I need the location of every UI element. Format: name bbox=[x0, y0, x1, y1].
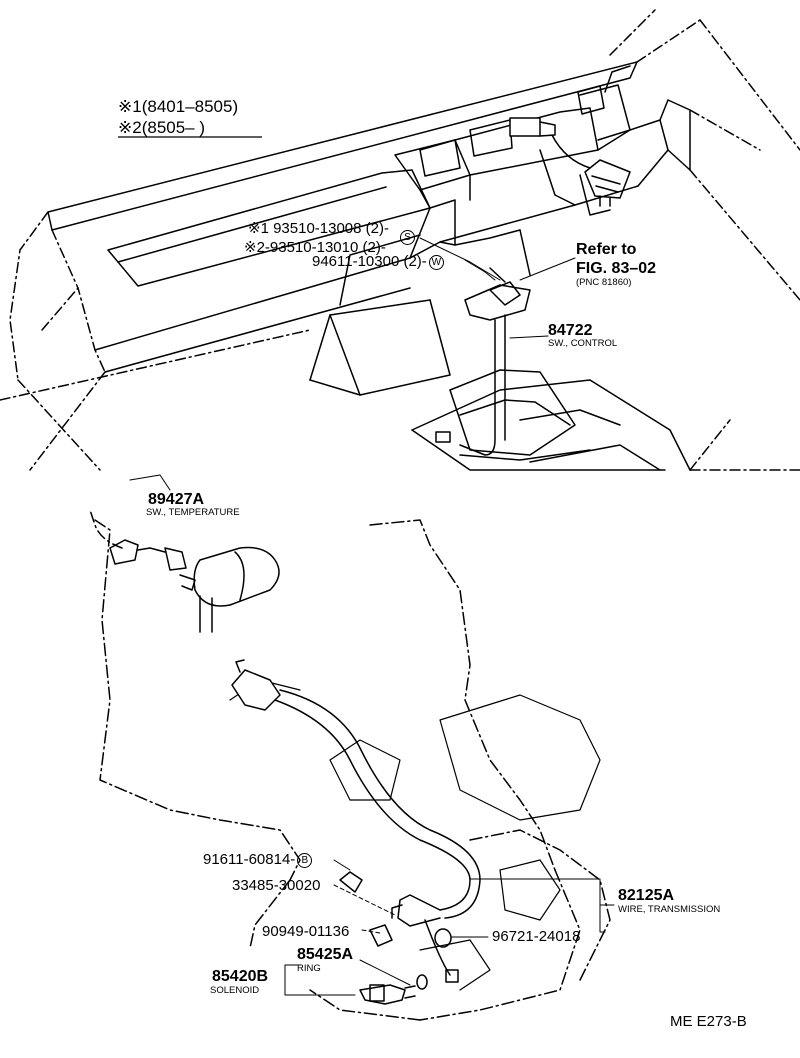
transmission-wire-name: WIRE, TRANSMISSION bbox=[618, 904, 721, 915]
badge-b: B bbox=[297, 853, 313, 868]
ring-number: 85425A bbox=[297, 946, 354, 963]
top-leaders bbox=[419, 237, 576, 339]
part-number: 91611-60814- bbox=[203, 851, 296, 868]
switch-module bbox=[584, 159, 631, 207]
part-number: 94611-10300 (2)- bbox=[312, 253, 427, 270]
legend-line-2: ※2(8505– ) bbox=[118, 118, 206, 137]
temperature-switch-name: SW., TEMPERATURE bbox=[146, 507, 240, 518]
dash-connector bbox=[509, 117, 591, 169]
control-switch-number: 84722 bbox=[548, 322, 593, 339]
badge-w: W bbox=[428, 255, 444, 270]
part-label-96721-24018: 96721-24018 bbox=[492, 928, 581, 945]
temperature-switch bbox=[89, 474, 280, 633]
part-label-93510-13010: ※2-93510-13010 (2)- bbox=[244, 240, 386, 255]
part-label-90949-01136: 90949-01136 bbox=[262, 923, 350, 940]
bottom-leaders bbox=[284, 859, 615, 996]
part-label-94611-10300: 94611-10300 (2)-W bbox=[312, 254, 444, 270]
solenoid bbox=[359, 984, 416, 1005]
control-switch-name: SW., CONTROL bbox=[548, 338, 618, 349]
temperature-switch-number: 89427A bbox=[148, 491, 205, 508]
control-switch bbox=[435, 267, 531, 456]
ring-name: RING bbox=[297, 963, 321, 974]
refer-fig-label: FIG. 83–02 bbox=[576, 260, 657, 277]
figure-code: ME E273-B bbox=[670, 1013, 747, 1030]
ring bbox=[416, 928, 452, 990]
bracket-parts bbox=[339, 871, 393, 947]
solenoid-number: 85420B bbox=[212, 968, 269, 985]
part-number: ※1 93510-13008 (2)- bbox=[248, 220, 389, 237]
part-label-33485-30020: 33485-30020 bbox=[232, 877, 321, 894]
transmission-case bbox=[94, 519, 611, 1021]
dash-vents bbox=[419, 85, 605, 177]
part-label-93510-13008: ※1 93510-13008 (2)- bbox=[248, 221, 389, 236]
solenoid-name: SOLENOID bbox=[210, 985, 260, 996]
badge-s: S bbox=[400, 230, 415, 245]
refer-pnc-label: (PNC 81860) bbox=[576, 277, 632, 288]
legend-line-1: ※1(8401–8505) bbox=[118, 97, 239, 116]
transmission-wire-number: 82125A bbox=[618, 887, 675, 904]
transmission-wire bbox=[231, 659, 481, 983]
dashboard-outline bbox=[0, 9, 800, 471]
part-number: ※2-93510-13010 (2)- bbox=[244, 239, 386, 256]
refer-to-label: Refer to bbox=[576, 241, 637, 258]
part-label-91611-60814: 91611-60814-B bbox=[203, 851, 313, 868]
